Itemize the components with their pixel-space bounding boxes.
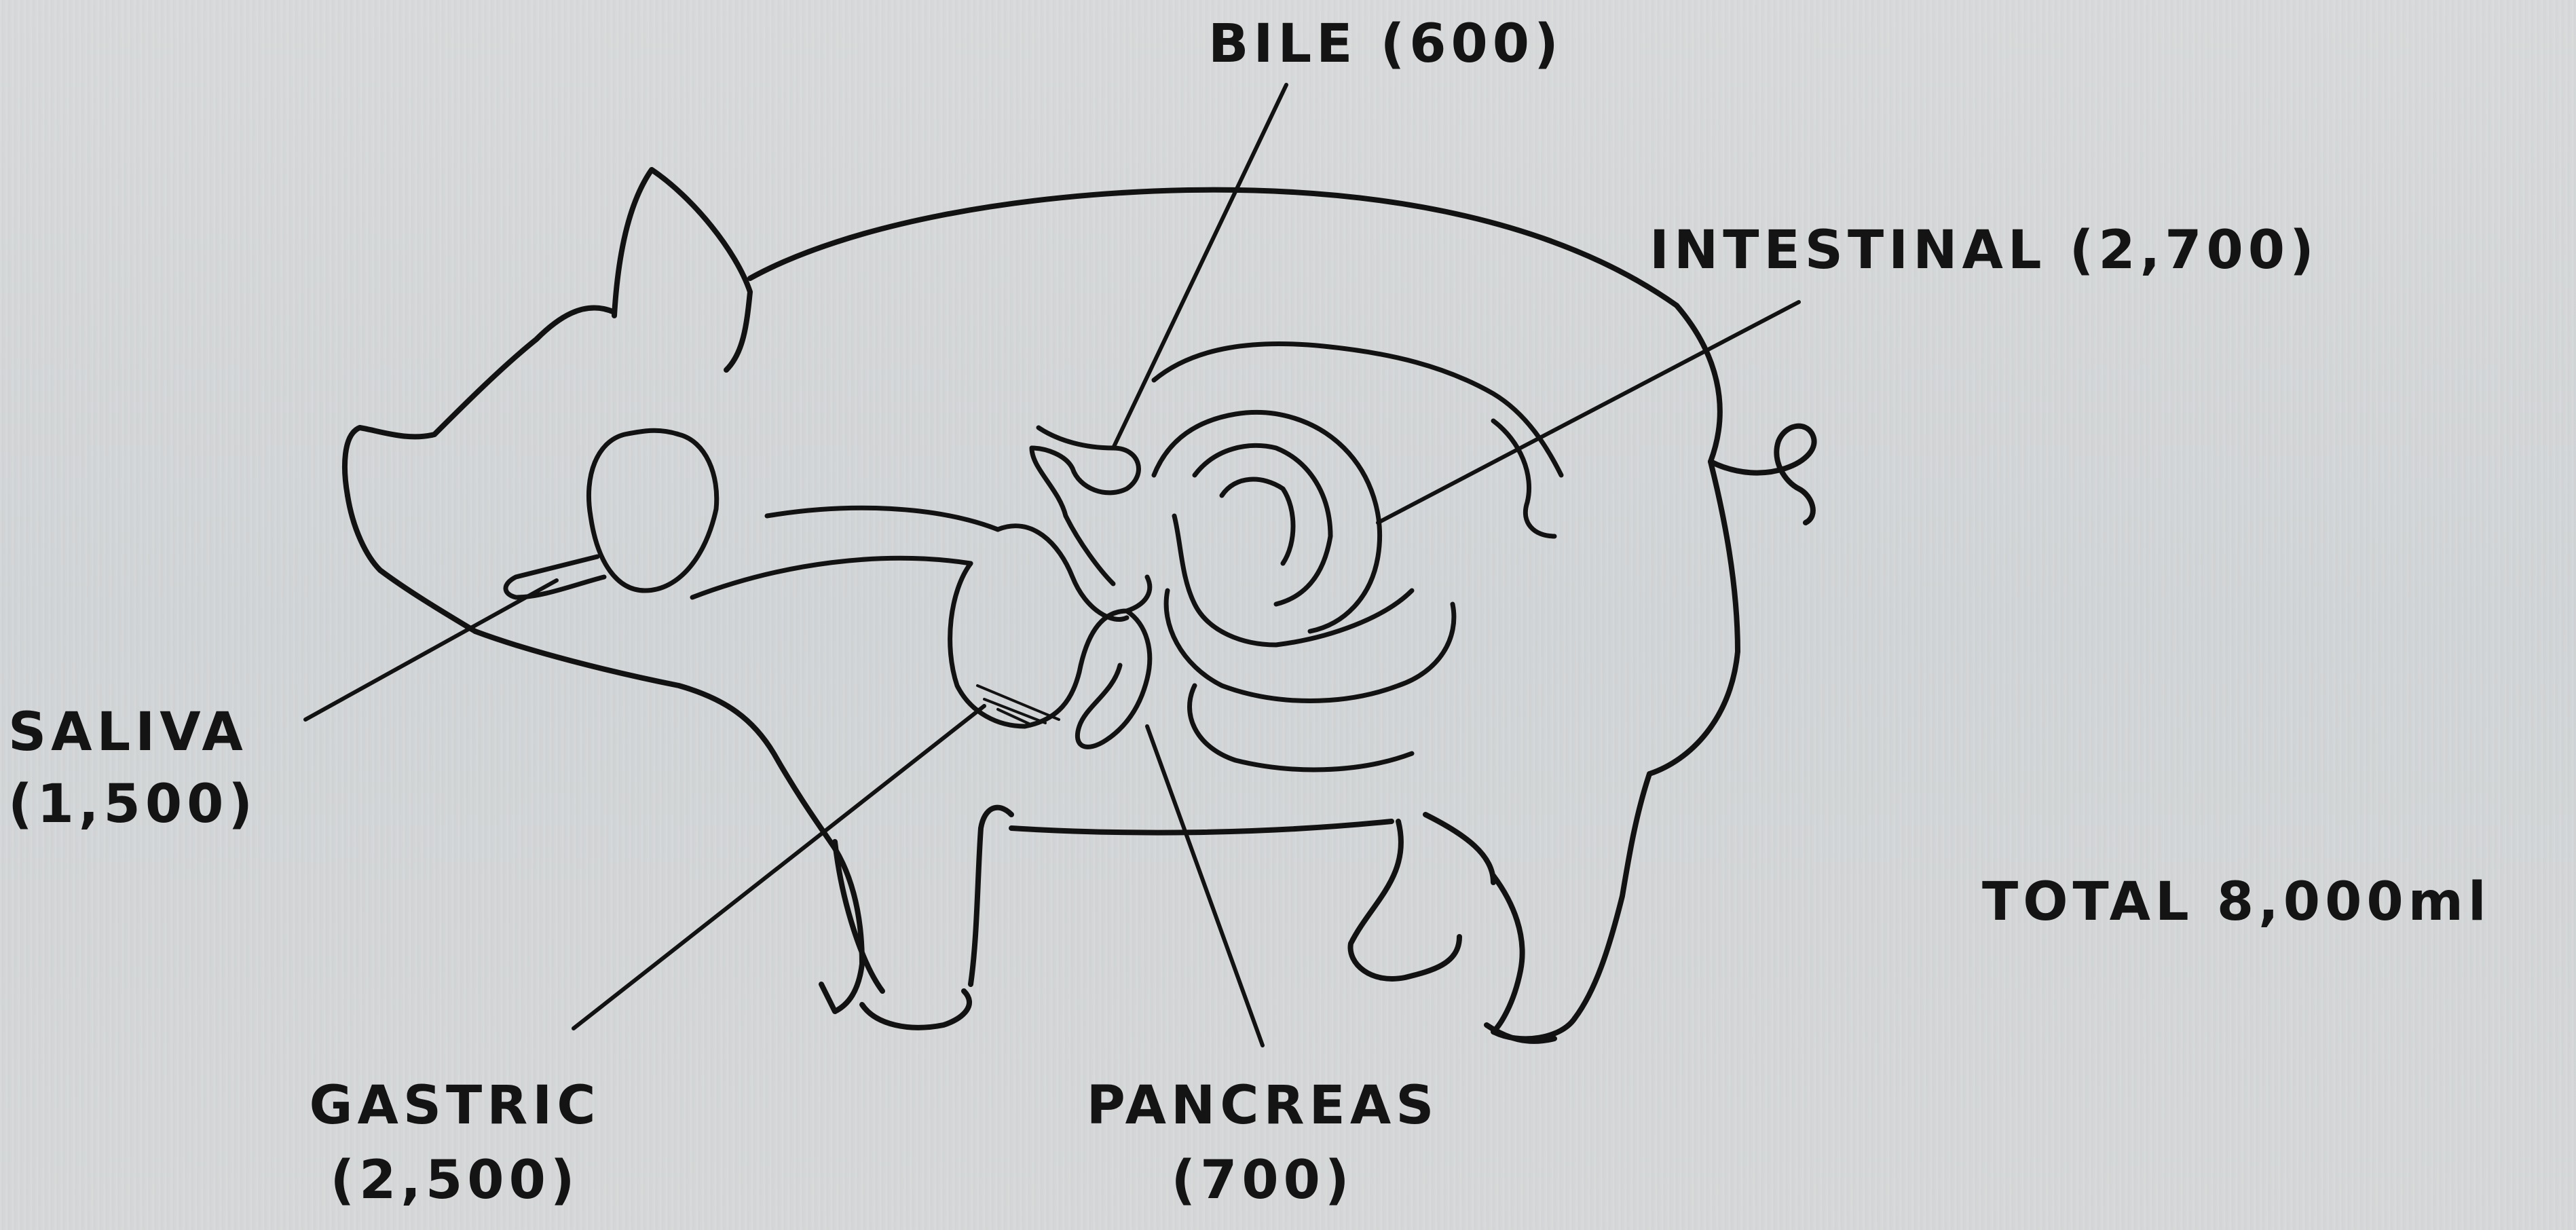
gastric-value: (2,500) [292,1154,618,1207]
label-total: TOTAL 8,000ml [1982,876,2491,929]
stomach [950,526,1150,726]
saliva-value: (1,500) [8,778,257,831]
salivary-gland [506,430,717,597]
pancreas-name: PANCREAS [1059,1079,1466,1132]
gall-bladder [1032,428,1138,584]
pancreas [1077,611,1149,747]
label-bile: BILE (600) [1208,18,1563,71]
label-saliva: SALIVA (1,500) [8,706,257,831]
intestinal-text: INTESTINAL (2,700) [1649,224,2319,277]
label-gastric: GASTRIC (2,500) [292,1079,618,1207]
intestines [1154,344,1561,770]
gastric-name: GASTRIC [292,1079,618,1132]
leader-pancreas [1147,726,1263,1045]
total-text: TOTAL 8,000ml [1982,876,2491,929]
pancreas-value: (700) [1059,1154,1466,1207]
leader-lines [305,85,1799,1045]
saliva-name: SALIVA [8,706,257,759]
bile-text: BILE (600) [1208,18,1563,71]
leader-intestinal [1378,302,1799,523]
label-intestinal: INTESTINAL (2,700) [1649,224,2319,277]
esophagus [692,508,998,597]
pig-outline [345,170,1814,1041]
leader-saliva [305,580,557,720]
leader-bile [1113,85,1286,448]
label-pancreas: PANCREAS (700) [1059,1079,1466,1207]
leader-gastric [574,706,984,1028]
